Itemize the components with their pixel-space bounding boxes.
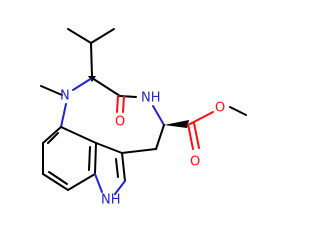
atom-label-n-methyl: N — [60, 89, 70, 104]
bond-ester-carbonyl-left — [187, 123, 194, 150]
bond-benzene-inner-1 — [47, 132, 59, 144]
bond-isopropyl-stem — [90, 42, 93, 77]
bond-pyrrole-1 — [95, 142, 123, 154]
bond-ester-to-oxygen — [189, 111, 214, 125]
bond-benzene-6 — [60, 126, 97, 144]
bond-stereocenter-to-carbonyl — [91, 77, 121, 97]
bond-carbonyl-oxygen-right — [122, 95, 125, 113]
bond-ch2-to-indole — [121, 148, 157, 154]
bond-pyrrole-2 — [121, 152, 126, 182]
bond-stereocenter-to-ch2 — [155, 124, 165, 150]
bond-amide-to-stereocenter — [152, 105, 165, 126]
bond-group — [40, 28, 247, 195]
atom-label-carbonyl-oxygen: O — [115, 115, 125, 130]
bond-n-methyl — [40, 85, 63, 96]
bond-benzene-5 — [94, 142, 97, 175]
bond-n-to-stereocenter — [72, 77, 93, 91]
bond-ester-carbonyl-right — [193, 122, 200, 149]
molecule-structure: N NH O O O NH — [40, 28, 247, 208]
atom-label-group: N NH O O O NH — [60, 89, 225, 208]
bond-benzene-1 — [42, 126, 62, 144]
bond-carbonyl-to-amide — [119, 95, 137, 98]
atom-label-ester-oxygen: O — [215, 101, 225, 116]
bond-ester-methyl — [229, 106, 247, 116]
bond-pyrrole-inner — [115, 158, 119, 178]
bond-isopropyl-right — [90, 28, 115, 44]
bond-n-to-benzene — [60, 103, 67, 128]
bond-isopropyl-left — [67, 28, 92, 44]
atom-label-indole-nh: NH — [101, 193, 121, 208]
atom-label-amide-nh: NH — [141, 91, 161, 106]
bond-benzene-inner-3 — [88, 146, 91, 171]
bond-benzene-3 — [42, 173, 69, 191]
wedge-right-stereocenter — [164, 120, 189, 128]
bond-benzene-inner-2 — [48, 171, 68, 185]
bond-carbonyl-oxygen-left — [116, 95, 119, 113]
bond-benzene-4 — [67, 173, 96, 191]
atom-label-ester-carbonyl-oxygen: O — [190, 155, 200, 170]
bond-pyrrole-3 — [114, 180, 126, 195]
bond-pyrrole-4 — [94, 173, 103, 193]
